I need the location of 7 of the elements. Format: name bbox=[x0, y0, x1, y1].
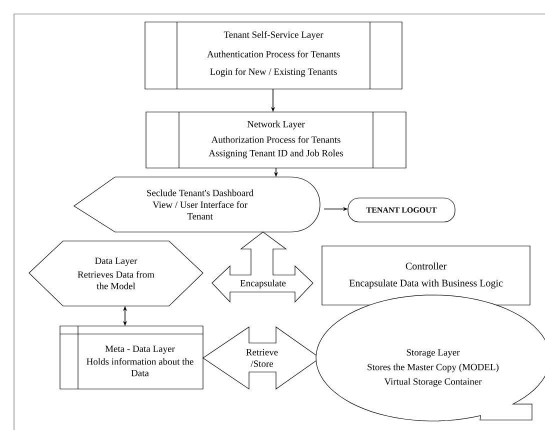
node-label: Virtual Storage Container bbox=[384, 378, 482, 387]
process-box: Network Layer Authorization Process for Tenants Assigning Tenant ID and Job Roles bbox=[146, 112, 406, 168]
node-label: Stores the Master Copy (MODEL) bbox=[368, 364, 499, 372]
process-box: Controller Encapsulate Data with Business Logic bbox=[322, 246, 530, 306]
storage-box: Meta - Data Layer Holds information about the Data bbox=[60, 326, 204, 390]
node-label: Storage Layer bbox=[406, 349, 460, 358]
process-box: Tenant Self-Service Layer Authentication Process for Tenants Login for New / Existing Tenants bbox=[144, 22, 402, 90]
